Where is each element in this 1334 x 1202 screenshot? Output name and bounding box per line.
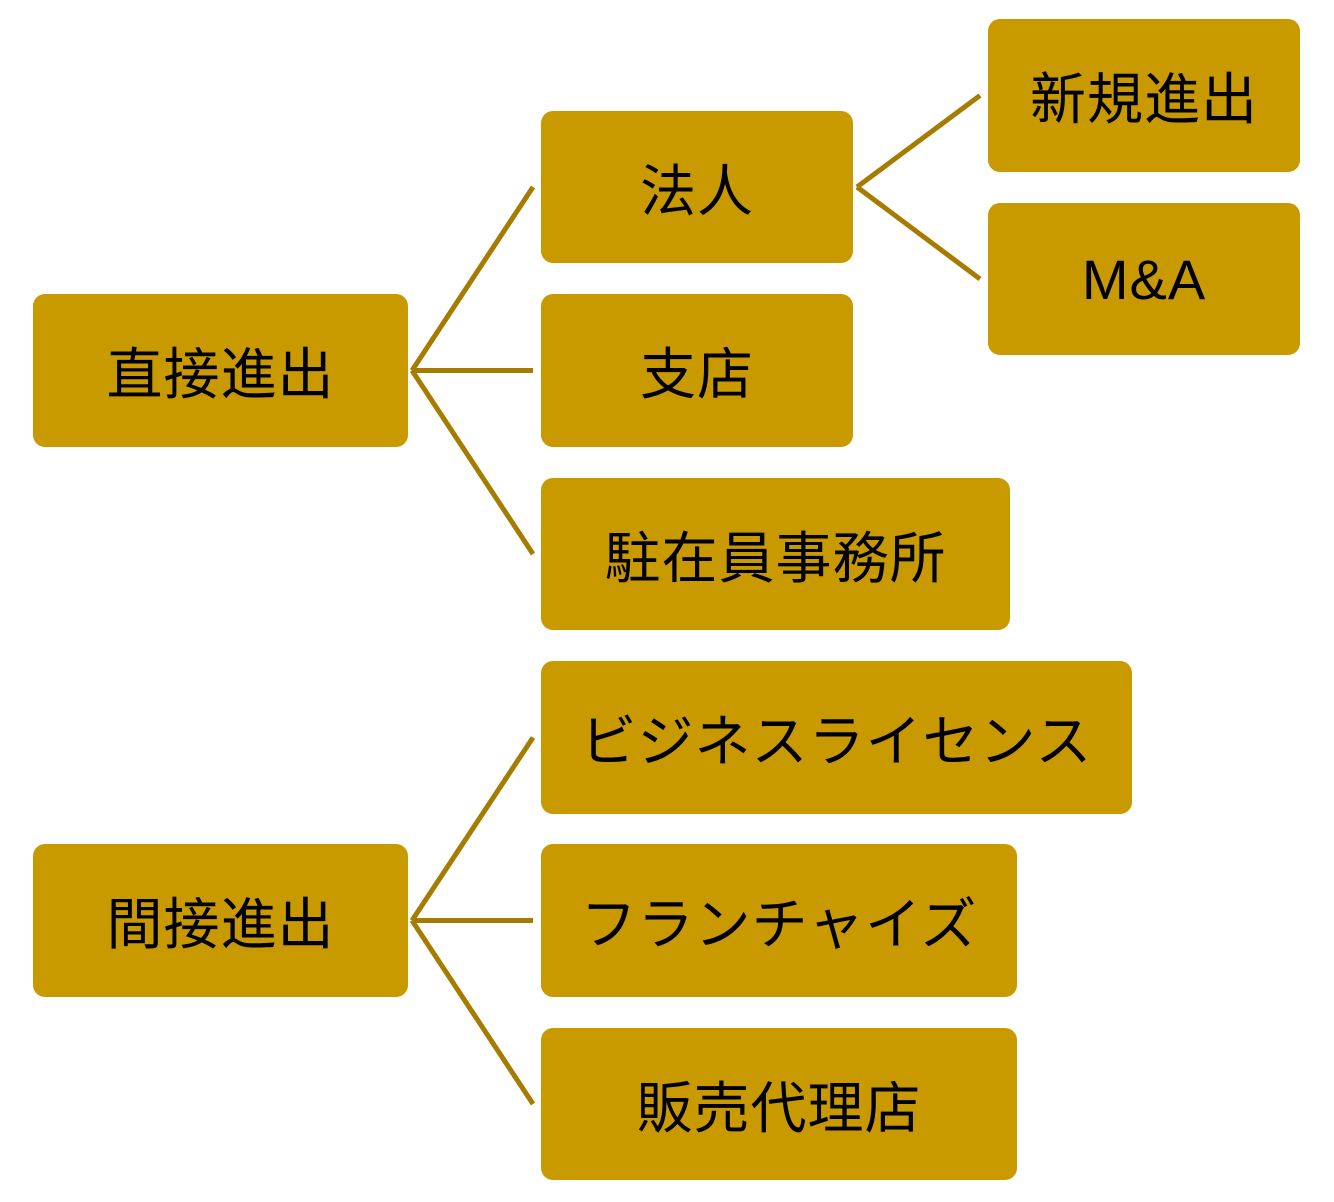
node-corporation: 法人 — [541, 111, 853, 263]
node-m-and-a: M&A — [988, 203, 1300, 355]
node-label: 法人 — [640, 159, 754, 225]
connector-direct-rep_office — [409, 369, 536, 556]
node-label: 新規進出 — [1030, 68, 1258, 133]
node-label: 駐在員事務所 — [604, 526, 947, 592]
connector-direct-corporation — [409, 185, 536, 372]
node-franchise: フランチャイズ — [541, 844, 1017, 997]
node-indirect-entry: 間接進出 — [33, 844, 408, 997]
node-label: 間接進出 — [106, 893, 335, 958]
connector-indirect-sales_agent — [409, 919, 536, 1106]
node-label: フランチャイズ — [580, 893, 978, 958]
node-sales-agent: 販売代理店 — [541, 1028, 1017, 1180]
node-label: M&A — [1081, 247, 1207, 311]
connector-corporation-ma — [855, 184, 982, 282]
node-label: 直接進出 — [106, 343, 335, 408]
node-label: 販売代理店 — [636, 1076, 922, 1142]
node-label: 支店 — [640, 343, 754, 408]
connector-corporation-new_entry — [855, 93, 982, 190]
node-representative-office: 駐在員事務所 — [541, 478, 1010, 630]
node-direct-entry: 直接進出 — [33, 294, 408, 447]
node-label: ビジネスライセンス — [580, 710, 1093, 775]
node-branch: 支店 — [541, 294, 853, 447]
node-business-license: ビジネスライセンス — [541, 661, 1132, 814]
node-new-entry: 新規進出 — [988, 19, 1300, 172]
connector-indirect-business_license — [409, 736, 536, 922]
